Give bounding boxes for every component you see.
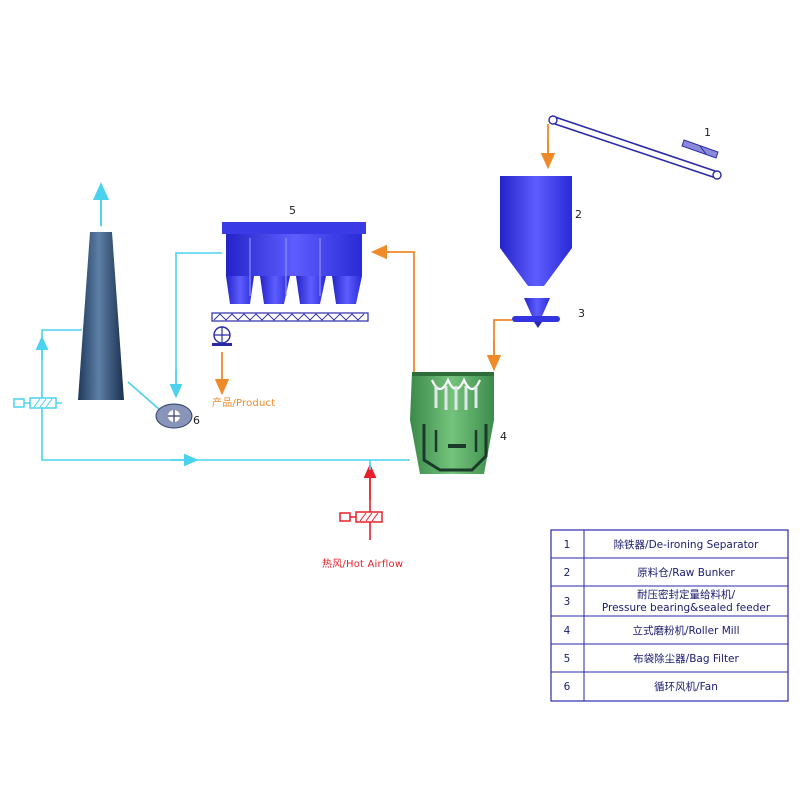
sealed-feeder (512, 298, 560, 328)
separator-number: 1 (704, 126, 711, 139)
table-row-no: 2 (564, 567, 571, 579)
air-damper-valve (13, 397, 62, 409)
hot-air-damper-valve (339, 511, 383, 523)
table-row-name: 耐压密封定量给料机/ (637, 588, 735, 601)
table-row-no: 1 (564, 539, 571, 551)
table-row-name: 除铁器/De-ironing Separator (614, 538, 760, 551)
fan-number: 6 (193, 414, 200, 427)
product-label: 产品/Product (212, 396, 275, 409)
fan-to-chimney-line (127, 381, 161, 411)
bag-filter (222, 222, 366, 304)
table-row-name-line2: Pressure bearing&sealed feeder (602, 602, 771, 614)
table-row-name: 循环风机/Fan (654, 680, 718, 693)
table-row-no: 5 (564, 653, 571, 665)
table-row-no: 3 (564, 596, 571, 608)
de-ironing-separator (681, 139, 719, 159)
raw-bunker (500, 176, 572, 286)
table-row-no: 4 (564, 625, 571, 637)
table-row-name: 立式磨粉机/Roller Mill (632, 624, 739, 637)
table-row-name: 布袋除尘器/Bag Filter (633, 652, 739, 665)
mill-number: 4 (500, 430, 507, 443)
bunker-number: 2 (575, 208, 582, 221)
hot-airflow-label: 热风/Hot Airflow (322, 557, 403, 570)
air-flow-lines (41, 252, 410, 461)
table-row-no: 6 (564, 681, 571, 693)
chimney (78, 232, 124, 400)
circulation-fan (155, 403, 193, 429)
feeder-number: 3 (578, 307, 585, 320)
belt-conveyor (548, 115, 722, 180)
screw-conveyor (211, 312, 369, 346)
mill-to-filter-duct (380, 251, 415, 376)
roller-mill (410, 372, 494, 474)
filter-number: 5 (289, 204, 296, 217)
table-row-name: 原料仓/Raw Bunker (637, 566, 735, 579)
legend-table: 1 除铁器/De-ironing Separator 2 原料仓/Raw Bun… (550, 529, 789, 702)
